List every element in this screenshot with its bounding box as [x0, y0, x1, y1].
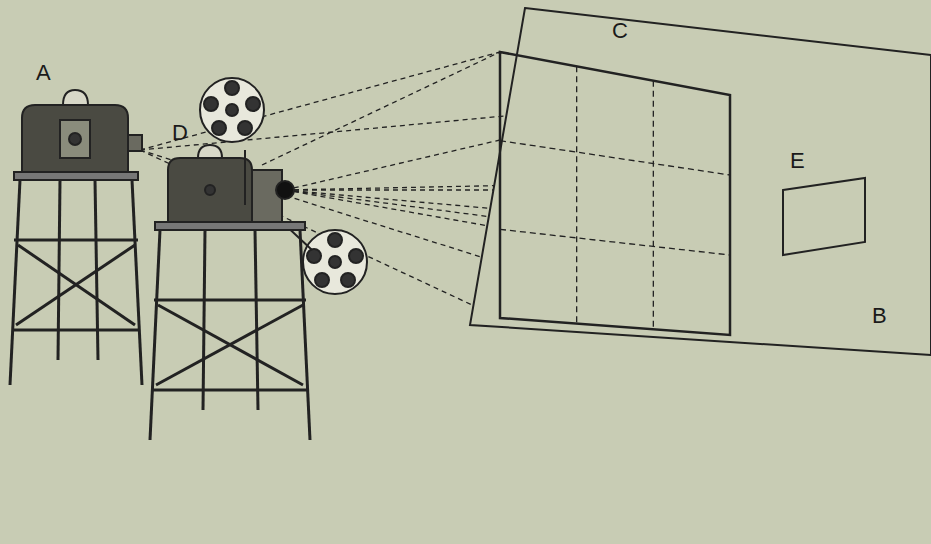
letter-label: A: [36, 62, 51, 84]
projector-d: [150, 78, 367, 440]
picture-area-outline: [500, 52, 730, 355]
projector-a: [10, 90, 142, 385]
small-picture-area-outline: [783, 178, 865, 255]
picture-area: C: [500, 52, 730, 355]
letter-label: E: [790, 150, 805, 172]
letter-label: B: [872, 305, 887, 327]
small-picture-area: E: [783, 178, 865, 255]
projection-screen: BCE: [470, 8, 931, 358]
letter-label: D: [172, 122, 188, 144]
letter-label: C: [612, 20, 628, 42]
